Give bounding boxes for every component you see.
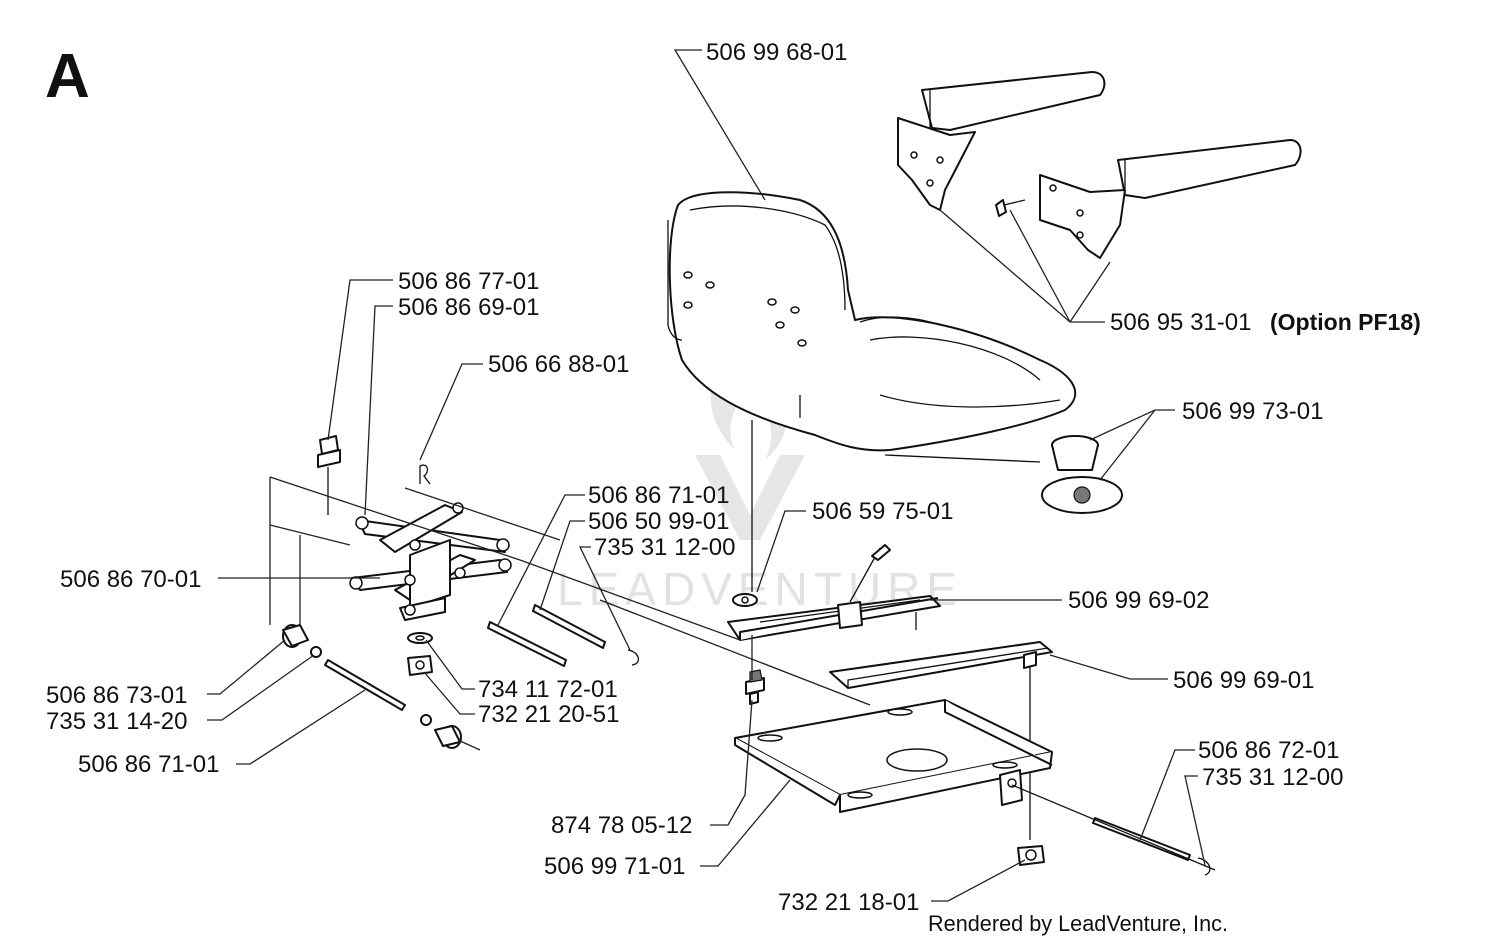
seat-part bbox=[667, 191, 1077, 592]
label-shaft-right: 506 86 72-01 bbox=[1198, 737, 1339, 764]
label-bolt-top: 506 86 77-01 bbox=[398, 268, 539, 295]
label-spring-clip: 506 66 88-01 bbox=[488, 351, 629, 378]
construction-lines bbox=[269, 476, 871, 751]
label-plate-bolt: 506 59 75-01 bbox=[812, 498, 953, 525]
rail-lower-part bbox=[829, 641, 1053, 840]
label-clip-right: 735 31 12-00 bbox=[1202, 764, 1343, 791]
pin-lower-part bbox=[324, 659, 406, 711]
label-pin-upper: 506 86 71-01 bbox=[588, 482, 729, 509]
armrest-right-part bbox=[995, 139, 1302, 259]
label-damper: 506 99 73-01 bbox=[1182, 398, 1323, 425]
label-armrest-kit: 506 95 31-01 bbox=[1110, 309, 1251, 336]
rail-upper-part bbox=[727, 544, 941, 641]
washer-part bbox=[407, 632, 433, 644]
base-plate-part bbox=[734, 699, 1053, 813]
pin-upper-part bbox=[487, 604, 639, 667]
label-rail-lower: 506 99 69-01 bbox=[1173, 667, 1314, 694]
part-labels: 506 99 68-01 506 95 31-01 (Option PF18) … bbox=[46, 39, 1421, 916]
spring-clip-part bbox=[419, 464, 431, 485]
label-armrest-option: (Option PF18) bbox=[1270, 309, 1421, 335]
label-rail-upper: 506 99 69-02 bbox=[1068, 587, 1209, 614]
section-letter: A bbox=[45, 42, 90, 111]
label-screw: 874 78 05-12 bbox=[551, 812, 692, 839]
label-link-lower: 506 86 70-01 bbox=[60, 566, 201, 593]
label-nut: 732 21 20-51 bbox=[478, 701, 619, 728]
label-seat: 506 99 68-01 bbox=[706, 39, 847, 66]
label-bushing: 506 86 73-01 bbox=[46, 682, 187, 709]
label-clip-upper: 735 31 12-00 bbox=[594, 534, 735, 561]
leader-lines bbox=[207, 49, 1206, 902]
damper-part bbox=[1041, 435, 1123, 514]
label-nut-right: 732 21 18-01 bbox=[778, 889, 919, 916]
screw-part bbox=[745, 669, 765, 705]
label-pin-lower: 506 86 71-01 bbox=[78, 751, 219, 778]
footer-credit: Rendered by LeadVenture, Inc. bbox=[928, 911, 1228, 936]
label-base-plate: 506 99 71-01 bbox=[544, 853, 685, 880]
label-clip-lower: 735 31 14-20 bbox=[46, 708, 187, 735]
shaft-right-part bbox=[1011, 784, 1216, 876]
label-washer: 734 11 72-01 bbox=[478, 676, 618, 703]
scissor-linkage-part bbox=[317, 435, 512, 621]
label-shaft-upper: 506 50 99-01 bbox=[588, 508, 729, 535]
label-link-upper: 506 86 69-01 bbox=[398, 294, 539, 321]
watermark-v-icon bbox=[695, 455, 805, 540]
bushing-part bbox=[282, 624, 462, 749]
nut-part bbox=[407, 655, 433, 676]
